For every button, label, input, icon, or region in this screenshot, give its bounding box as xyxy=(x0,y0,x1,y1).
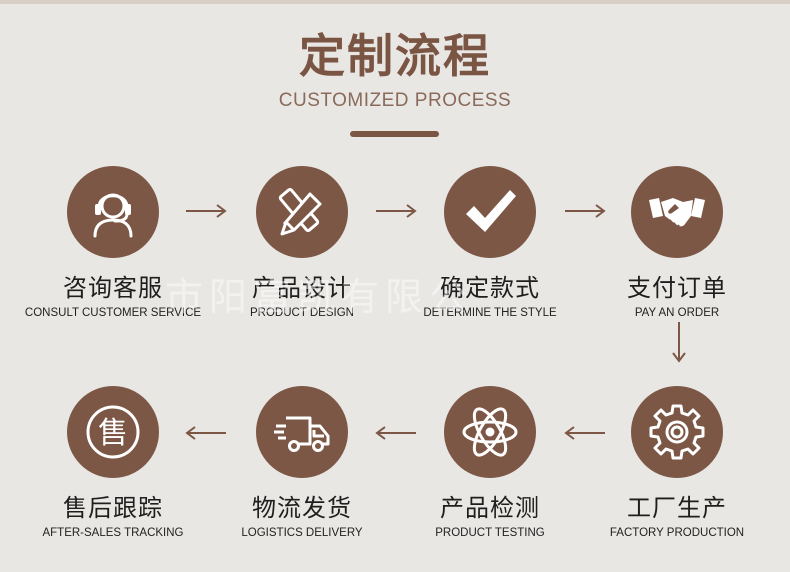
arrow-right-icon xyxy=(375,203,417,219)
step-payment-circle xyxy=(631,166,723,258)
step-production-label: 工厂生产 xyxy=(627,494,727,522)
step-production: 工厂生产 FACTORY PRODUCTION xyxy=(582,386,772,540)
step-after-sales-circle: 售 xyxy=(67,386,159,478)
step-logistics: 物流发货 LOGISTICS DELIVERY xyxy=(207,386,397,540)
step-production-circle xyxy=(631,386,723,478)
step-style: 确定款式 DETERMINE THE STYLE xyxy=(395,166,585,320)
step-testing: 产品检测 PRODUCT TESTING xyxy=(395,386,585,540)
checkmark-icon xyxy=(466,190,516,232)
step-logistics-label: 物流发货 xyxy=(252,494,352,522)
handshake-icon xyxy=(649,198,705,230)
delivery-truck-icon xyxy=(274,416,330,452)
step-design-label: 产品设计 xyxy=(252,274,352,302)
arrow-left-icon xyxy=(375,425,417,441)
arrow-down-icon xyxy=(671,321,687,363)
step-style-circle xyxy=(444,166,536,258)
step-consult-label: 咨询客服 xyxy=(63,274,163,302)
step-consult-en: CONSULT CUSTOMER SERVICE xyxy=(24,307,202,319)
step-consult: 咨询客服 CONSULT CUSTOMER SERVICE xyxy=(18,166,208,320)
step-payment-label: 支付订单 xyxy=(627,274,727,302)
title-underline xyxy=(350,131,439,137)
arrow-left-icon xyxy=(185,425,227,441)
step-testing-label: 产品检测 xyxy=(440,494,540,522)
headset-icon xyxy=(93,193,133,238)
step-production-en: FACTORY PRODUCTION xyxy=(609,527,745,539)
after-sales-icon: 售 xyxy=(86,405,140,459)
step-testing-en: PRODUCT TESTING xyxy=(435,527,545,539)
page-title: 定制流程 xyxy=(299,29,491,83)
step-logistics-en: LOGISTICS DELIVERY xyxy=(241,527,363,539)
step-after-sales: 售 售后跟踪 AFTER-SALES TRACKING xyxy=(18,386,208,540)
page-subtitle: CUSTOMIZED PROCESS xyxy=(278,90,512,111)
step-payment-en: PAY AN ORDER xyxy=(634,307,720,319)
pencil-ruler-icon xyxy=(278,187,322,236)
step-design-en: PRODUCT DESIGN xyxy=(250,307,354,319)
top-decorative-strip xyxy=(0,0,790,4)
step-consult-circle xyxy=(67,166,159,258)
step-design: 产品设计 PRODUCT DESIGN xyxy=(207,166,397,320)
arrow-right-icon xyxy=(185,203,227,219)
gear-icon xyxy=(649,404,705,460)
step-after-sales-label: 售后跟踪 xyxy=(63,494,163,522)
step-design-circle xyxy=(256,166,348,258)
atom-icon xyxy=(462,407,518,457)
step-style-en: DETERMINE THE STYLE xyxy=(423,307,557,319)
after-sales-glyph: 售 xyxy=(98,416,128,451)
step-payment: 支付订单 PAY AN ORDER xyxy=(582,166,772,320)
step-testing-circle xyxy=(444,386,536,478)
step-style-label: 确定款式 xyxy=(440,274,540,302)
step-after-sales-en: AFTER-SALES TRACKING xyxy=(42,527,184,539)
step-logistics-circle xyxy=(256,386,348,478)
arrow-right-icon xyxy=(564,203,606,219)
arrow-left-icon xyxy=(564,425,606,441)
